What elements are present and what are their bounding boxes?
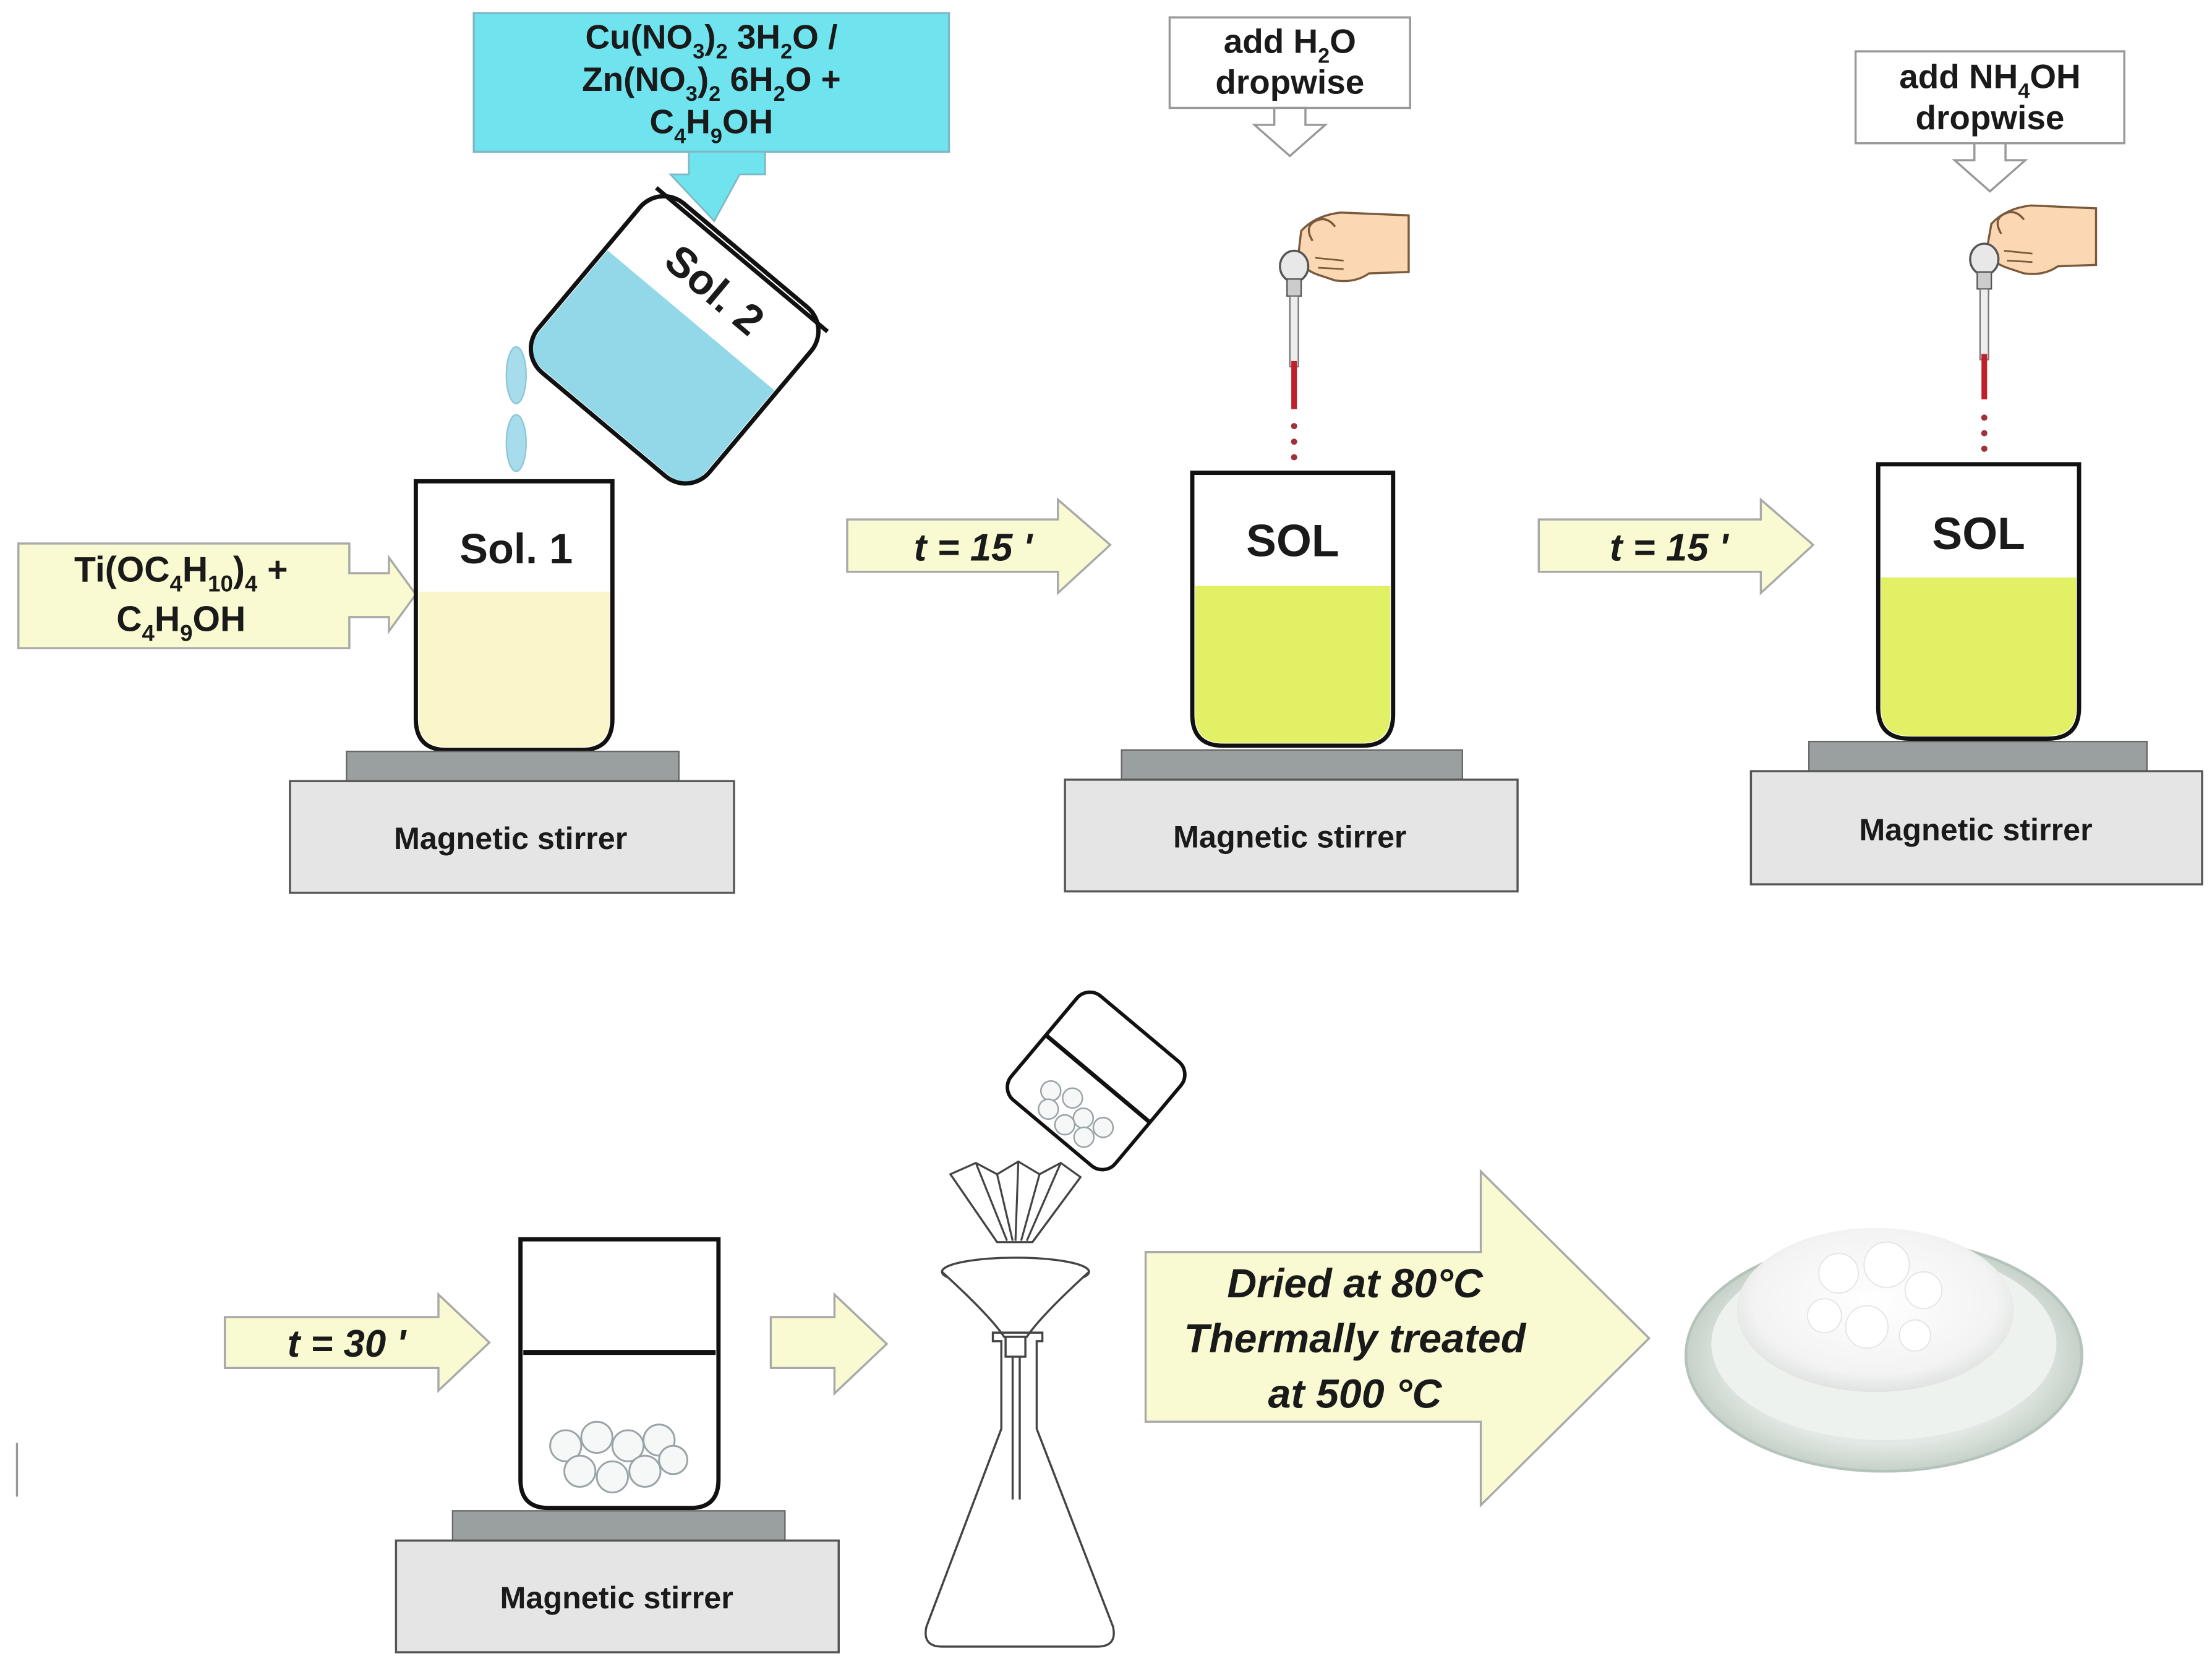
treatment-arrow: Dried at 80°C Thermally treated at 500 °… — [1144, 1169, 1651, 1508]
solution1-line1: Ti(OC4H10)4 + — [74, 550, 288, 597]
solution2-line1: Cu(NO3)2 3H2O / — [585, 17, 837, 63]
add-ammonia-line1: add NH4OH — [1899, 57, 2080, 103]
time-arrow-1: t = 15 ' — [846, 497, 1112, 595]
funnel-icon — [941, 1257, 1090, 1500]
magnetic-stirrer-3: Magnetic stirrer — [1749, 740, 2203, 885]
time-arrow-2-label: t = 15 ' — [1610, 526, 1730, 569]
add-water-label: add H2O dropwise — [1168, 16, 1411, 109]
stirrer-3-label: Magnetic stirrer — [1859, 812, 2092, 847]
add-ammonia-label: add NH4OH dropwise — [1854, 50, 2125, 145]
stirrer-1-label: Magnetic stirrer — [394, 821, 627, 856]
hand-icon — [1297, 211, 1410, 283]
dropper-icon — [1279, 249, 1310, 461]
erlenmeyer-flask-icon — [925, 1331, 1115, 1648]
beaker-sol2: Sol. 2 — [529, 186, 829, 486]
magnetic-stirrer-4: Magnetic stirrer — [395, 1510, 840, 1653]
beaker-gel — [518, 1237, 721, 1511]
pour-drop-2 — [505, 414, 527, 472]
add-water-line2: dropwise — [1215, 63, 1364, 101]
time-arrow-3: t = 30 ' — [223, 1292, 491, 1393]
solution1-reagent-box: Ti(OC4H10)4 + C4H9OH — [17, 542, 417, 649]
gel-spheres — [549, 1420, 689, 1494]
beaker-sol-b-label: SOL — [1932, 508, 2025, 559]
solution2-reagent-box: Cu(NO3)2 3H2O / Zn(NO3)2 6H2O + C4H9OH — [472, 12, 950, 153]
stirrer-2-label: Magnetic stirrer — [1173, 819, 1406, 855]
treatment-line3: at 500 °C — [1268, 1371, 1443, 1417]
solution2-down-arrow — [668, 151, 766, 223]
solution2-line3: C4H9OH — [650, 103, 774, 148]
beaker-sol-a-label: SOL — [1246, 516, 1339, 566]
filter-paper-icon — [949, 1160, 1082, 1244]
add-water-arrow — [1252, 106, 1328, 158]
beaker-pour-gel — [1006, 990, 1187, 1172]
beaker-sol1-label: Sol. 1 — [459, 525, 573, 573]
add-ammonia-line2: dropwise — [1915, 98, 2064, 137]
treatment-line2: Thermally treated — [1184, 1316, 1527, 1362]
add-ammonia-arrow — [1952, 142, 2028, 193]
solution2-line2: Zn(NO3)2 6H2O + — [582, 60, 841, 106]
beaker-sol-b: SOL — [1876, 462, 2082, 741]
dropper-icon-2 — [1969, 242, 2000, 452]
powder-dish-icon — [1684, 1227, 2083, 1473]
magnetic-stirrer-1: Magnetic stirrer — [289, 750, 735, 894]
time-arrow-1-label: t = 15 ' — [914, 526, 1034, 569]
pour-drop-1 — [505, 346, 527, 404]
beaker-sol1: Sol. 1 — [413, 479, 615, 753]
arrow-to-filtration — [769, 1292, 889, 1396]
add-water-line1: add H2O — [1224, 22, 1356, 67]
stirrer-4-label: Magnetic stirrer — [500, 1580, 733, 1615]
time-arrow-3-label: t = 30 ' — [288, 1323, 408, 1365]
hand-icon-2 — [1986, 204, 2098, 275]
beaker-sol-a: SOL — [1190, 471, 1396, 748]
time-arrow-2: t = 15 ' — [1537, 497, 1815, 595]
treatment-line1: Dried at 80°C — [1227, 1261, 1484, 1307]
magnetic-stirrer-2: Magnetic stirrer — [1064, 749, 1519, 893]
solution1-line2: C4H9OH — [116, 600, 246, 646]
